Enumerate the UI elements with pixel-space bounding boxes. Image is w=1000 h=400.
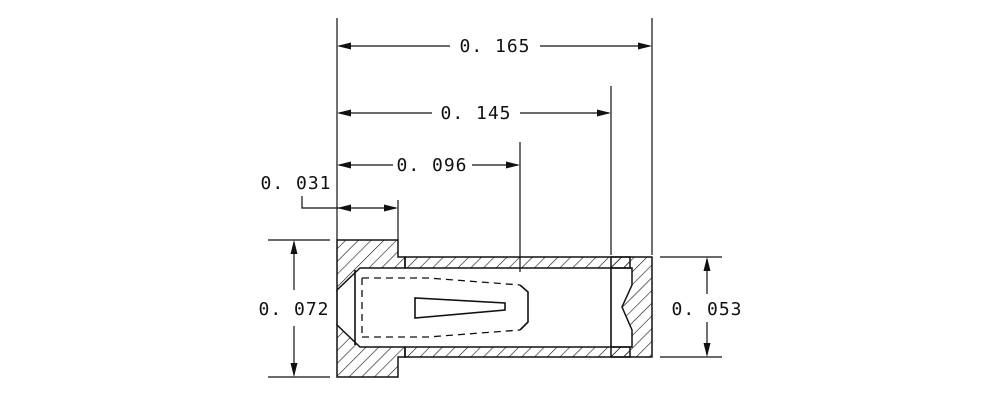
dimension-barrel-length: 0. 145 bbox=[337, 103, 611, 124]
head-flange-top bbox=[336, 239, 406, 292]
overall-length-label: 0. 165 bbox=[459, 36, 530, 57]
dimension-slot-length: 0. 096 bbox=[337, 155, 520, 176]
head-flange-bottom bbox=[336, 323, 406, 378]
end-cap bbox=[610, 256, 653, 358]
dimension-head-diameter: 0. 072 bbox=[258, 240, 329, 377]
barrel-wall-top bbox=[404, 256, 631, 269]
extension-lines bbox=[268, 18, 722, 378]
hidden-finger-bottom bbox=[362, 329, 521, 338]
receptacle-body bbox=[336, 239, 653, 378]
hidden-finger-top bbox=[362, 277, 521, 286]
dimension-head-thickness: 0. 031 bbox=[260, 173, 398, 212]
head-thickness-label: 0. 031 bbox=[260, 173, 331, 194]
dimension-barrel-diameter: 0. 053 bbox=[671, 257, 742, 357]
barrel-length-label: 0. 145 bbox=[440, 103, 511, 124]
barrel-diameter-label: 0. 053 bbox=[671, 299, 742, 320]
slot-length-label: 0. 096 bbox=[396, 155, 467, 176]
barrel-wall-bottom bbox=[404, 346, 631, 358]
contact-slot bbox=[414, 297, 506, 319]
head-diameter-label: 0. 072 bbox=[258, 299, 329, 320]
dimension-overall-length: 0. 165 bbox=[337, 36, 652, 57]
